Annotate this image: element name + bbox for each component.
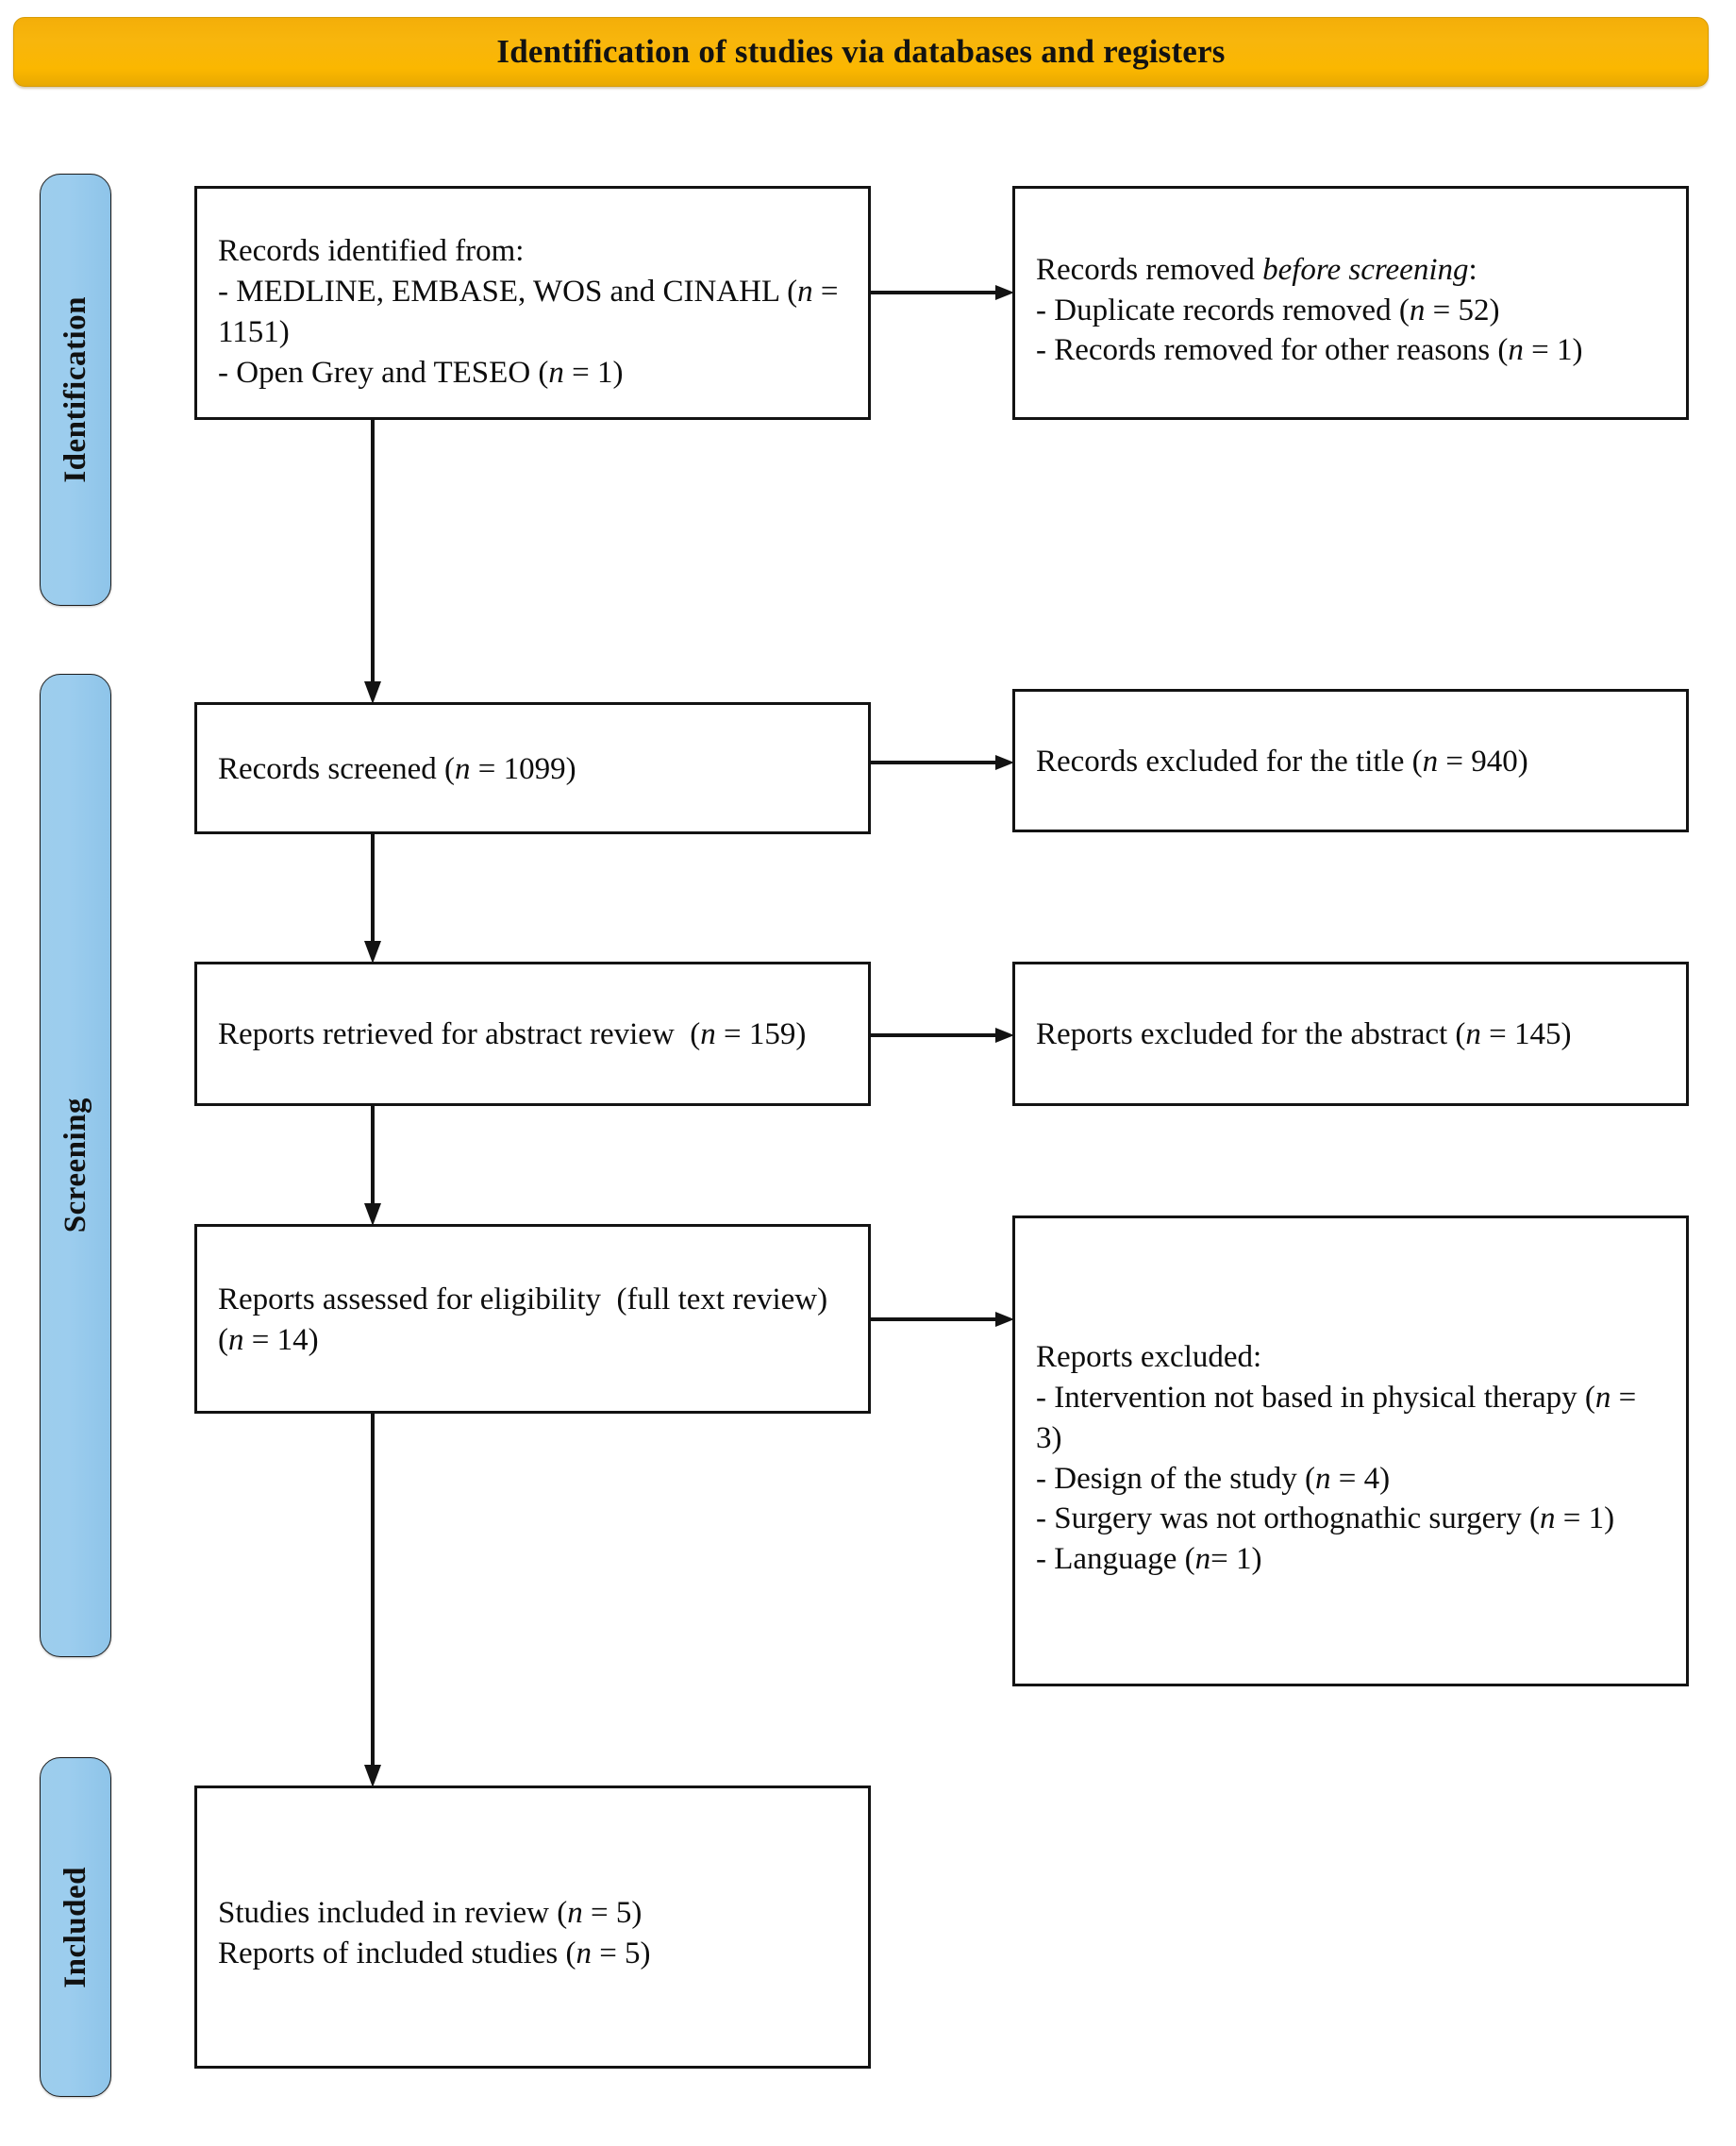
- box-records-screened: Records screened (n = 1099): [194, 702, 871, 834]
- box-reports-excluded-reasons: Reports excluded: - Intervention not bas…: [1012, 1216, 1689, 1686]
- box-reports-excluded-abstract: Reports excluded for the abstract (n = 1…: [1012, 962, 1689, 1106]
- box-records-excluded-title: Records excluded for the title (n = 940): [1012, 689, 1689, 832]
- stage-label-identification-text: Identification: [58, 296, 92, 483]
- stage-label-screening-text: Screening: [58, 1098, 92, 1233]
- page-title: Identification of studies via databases …: [496, 33, 1226, 70]
- arrow-down-icon-identified-to-screened: [363, 420, 382, 704]
- stage-label-screening: Screening: [40, 674, 111, 1657]
- arrow-right-icon-screened-to-excluded-title: [871, 753, 1014, 772]
- box-records-removed-before-screening: Records removed before screening: - Dupl…: [1012, 186, 1689, 420]
- box-records-identified: Records identified from: - MEDLINE, EMBA…: [194, 186, 871, 420]
- arrow-right-icon-eligibility-to-excluded-reports: [871, 1310, 1014, 1329]
- arrow-down-icon-retrieved-to-eligibility: [363, 1106, 382, 1226]
- arrow-right-icon-retrieved-to-excluded-abstract: [871, 1026, 1014, 1045]
- stage-label-included-text: Included: [58, 1866, 92, 1988]
- box-records-identified-text: Records identified from: - MEDLINE, EMBA…: [218, 234, 839, 390]
- box-records-excluded-title-text: Records excluded for the title (n = 940): [1036, 744, 1528, 779]
- arrow-right-icon-identified-to-removed: [871, 283, 1014, 302]
- box-studies-included: Studies included in review (n = 5) Repor…: [194, 1786, 871, 2069]
- box-studies-included-text: Studies included in review (n = 5) Repor…: [218, 1896, 651, 1970]
- stage-label-included: Included: [40, 1757, 111, 2097]
- box-reports-retrieved-abstract: Reports retrieved for abstract review (n…: [194, 962, 871, 1106]
- arrow-down-icon-screened-to-retrieved: [363, 834, 382, 964]
- box-records-removed-before-screening-text: Records removed before screening: - Dupl…: [1036, 252, 1583, 368]
- box-reports-assessed-eligibility-text: Reports assessed for eligibility (full t…: [218, 1282, 836, 1357]
- stage-label-identification: Identification: [40, 174, 111, 606]
- diagram-header-banner: Identification of studies via databases …: [13, 17, 1709, 87]
- box-reports-excluded-reasons-text: Reports excluded: - Intervention not bas…: [1036, 1339, 1637, 1577]
- box-records-screened-text: Records screened (n = 1099): [218, 751, 576, 786]
- box-reports-retrieved-abstract-text: Reports retrieved for abstract review (n…: [218, 1017, 807, 1052]
- box-reports-excluded-abstract-text: Reports excluded for the abstract (n = 1…: [1036, 1017, 1572, 1052]
- box-reports-assessed-eligibility: Reports assessed for eligibility (full t…: [194, 1224, 871, 1414]
- arrow-down-icon-eligibility-to-included: [363, 1414, 382, 1787]
